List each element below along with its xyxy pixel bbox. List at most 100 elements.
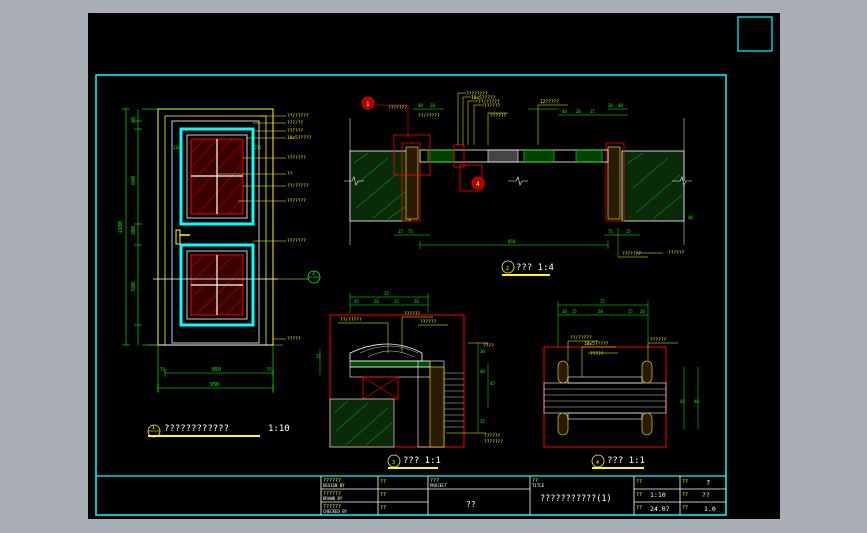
drawing-border	[95, 74, 727, 516]
svg-text:CHECKED BY: CHECKED BY	[323, 509, 348, 514]
title-block-text: ?????? DESIGN BY ?????? DRAWN BY ?????? …	[323, 478, 716, 514]
svg-text:150: 150	[254, 145, 262, 150]
svg-text:??: ??	[682, 492, 688, 498]
svg-text:?????: ?????	[287, 336, 301, 342]
door-leaf	[171, 120, 260, 344]
svg-text:20: 20	[414, 299, 419, 304]
svg-text:15: 15	[626, 229, 631, 234]
svg-text:??: ??	[682, 505, 688, 511]
elevation-label-texts: ??/????? ???/?? ?????? 10x5????? ???????…	[287, 113, 312, 342]
svg-text:??????: ??????	[668, 250, 685, 256]
svg-text:??/?????: ??/?????	[287, 183, 309, 189]
svg-text:??/?????: ??/?????	[570, 335, 592, 341]
left-wall	[349, 150, 411, 222]
svg-text:950: 950	[210, 382, 219, 388]
svg-text:???????: ???????	[287, 155, 306, 161]
svg-text:3: 3	[392, 460, 395, 466]
section4-labels: ??/????? 10x5????? ????? ??????	[570, 335, 667, 357]
svg-text:15: 15	[572, 309, 577, 314]
svg-text:850: 850	[212, 367, 221, 373]
elevation-leaders	[217, 115, 308, 340]
svg-text:DRAWN BY: DRAWN BY	[323, 496, 343, 501]
svg-text:40: 40	[694, 399, 699, 404]
svg-text:20: 20	[576, 109, 581, 114]
svg-text:??: ??	[466, 500, 476, 509]
svg-text:45: 45	[490, 381, 495, 386]
svg-text:30: 30	[480, 349, 485, 354]
svg-text:50: 50	[598, 309, 603, 314]
svg-text:75: 75	[267, 367, 272, 372]
svg-text:???????????(1): ???????????(1)	[540, 494, 612, 504]
svg-text:??????: ??????	[287, 128, 304, 134]
svg-text:??/?????: ??/?????	[340, 317, 362, 323]
svg-text:45: 45	[354, 299, 359, 304]
svg-text:40: 40	[618, 103, 623, 108]
svg-text:???????: ???????	[388, 105, 407, 111]
svg-text:75: 75	[160, 367, 165, 372]
svg-text:1: 1	[152, 425, 155, 431]
svg-text:??????: ??????	[323, 491, 341, 497]
logo-box	[737, 16, 773, 52]
section-4: 75 10 15 50 15 20 45 40 ??/????? 10x5???…	[543, 299, 699, 469]
svg-text:??: ??	[380, 479, 386, 485]
door-handle	[175, 229, 181, 245]
svg-text:40: 40	[131, 117, 137, 123]
lower-panel	[186, 250, 248, 320]
svg-text:??????: ??????	[484, 103, 501, 109]
svg-text:??: ??	[636, 479, 642, 485]
svg-text:40: 40	[688, 215, 693, 220]
svg-text:15: 15	[628, 309, 633, 314]
svg-text:??: ??	[682, 479, 688, 485]
svg-text:40: 40	[418, 103, 423, 108]
svg-text:??: ??	[287, 171, 293, 177]
svg-text:10x5?????: 10x5?????	[471, 95, 496, 101]
svg-text:15: 15	[316, 354, 321, 359]
svg-text:DESIGN BY: DESIGN BY	[323, 483, 345, 488]
svg-text:580: 580	[131, 282, 137, 291]
svg-text:2: 2	[506, 266, 509, 272]
svg-text:15: 15	[480, 419, 485, 424]
elevation-dims-left	[122, 108, 158, 346]
svg-text:???????: ???????	[622, 251, 641, 257]
svg-text:??/?????: ??/?????	[287, 113, 309, 119]
svg-text:?: ?	[706, 479, 710, 487]
section3-title: ??? 1:1	[403, 456, 441, 466]
svg-text:12?????: 12?????	[540, 99, 559, 105]
svg-text:24.07: 24.07	[650, 505, 670, 513]
svg-text:1.0: 1.0	[704, 505, 716, 513]
svg-text:850: 850	[508, 239, 516, 244]
title-block	[320, 476, 726, 515]
svg-text:??: ??	[702, 491, 710, 499]
drawing-sheet: ?????? DESIGN BY ?????? DRAWN BY ??? ??? …	[88, 13, 780, 519]
svg-text:??: ??	[380, 505, 386, 511]
svg-text:40: 40	[480, 369, 485, 374]
svg-text:15: 15	[398, 229, 403, 234]
svg-text:??/?????: ??/?????	[478, 99, 500, 105]
svg-text:??: ??	[532, 478, 538, 484]
svg-text:???????: ???????	[287, 198, 306, 204]
section2-title: ??? 1:4	[516, 263, 554, 273]
svg-text:??/?????: ??/?????	[418, 113, 440, 119]
svg-text:TITLE: TITLE	[532, 483, 545, 488]
svg-text:????: ????	[483, 343, 494, 349]
upper-panel	[186, 134, 248, 219]
svg-text:??: ??	[636, 492, 642, 498]
svg-text:10: 10	[562, 309, 567, 314]
svg-text:10x5?????: 10x5?????	[584, 341, 609, 347]
svg-text:40: 40	[562, 109, 567, 114]
svg-text:75: 75	[408, 229, 413, 234]
svg-text:15: 15	[384, 291, 389, 296]
svg-text:20: 20	[640, 309, 645, 314]
svg-text:PROJECT: PROJECT	[430, 483, 447, 488]
svg-text:??????: ??????	[323, 478, 341, 484]
svg-text:???: ???	[430, 478, 439, 484]
section-2: 1 4 40 20 40 20 15 20 40	[344, 91, 693, 276]
svg-text:20: 20	[430, 103, 435, 108]
svg-text:??????: ??????	[323, 504, 341, 510]
svg-text:???????: ???????	[287, 238, 306, 244]
svg-text:????????: ????????	[466, 91, 488, 97]
svg-text:??????: ??????	[484, 433, 501, 439]
section2-labels: ???????? 10x5????? ??/????? ?????? ?????…	[388, 91, 559, 119]
svg-text:4: 4	[596, 460, 599, 466]
svg-text:2: 2	[312, 271, 315, 277]
